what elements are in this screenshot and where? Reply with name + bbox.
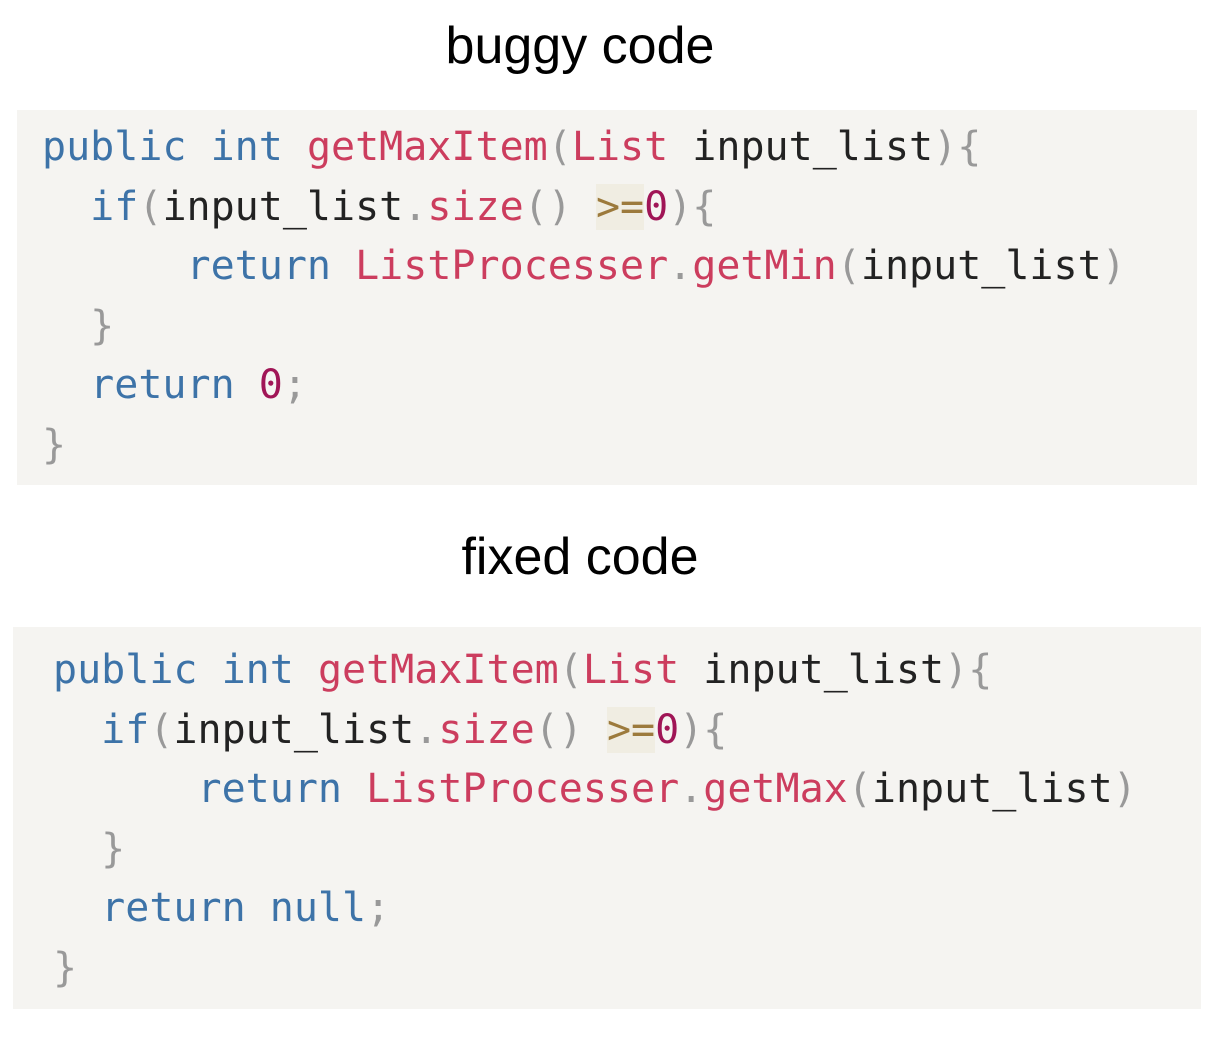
fixed-code-block: public int getMaxItem(List input_list){ … xyxy=(13,627,1201,1009)
operator-token: >= xyxy=(606,706,656,753)
code-line: } xyxy=(42,297,1126,357)
punctuation-token: ; xyxy=(282,362,307,408)
punctuation-token: . xyxy=(679,766,704,812)
punctuation-token: ){ xyxy=(679,706,728,753)
keyword-token: if xyxy=(90,183,139,230)
punctuation-token: } xyxy=(101,825,126,872)
identifier-token: input_list xyxy=(173,706,415,753)
identifier-token xyxy=(283,124,307,170)
function-token: getMin xyxy=(692,243,837,289)
punctuation-token: ( xyxy=(149,706,174,753)
code-line: } xyxy=(53,939,1137,999)
number-token: 0 xyxy=(655,706,680,753)
punctuation-token: . xyxy=(668,243,693,289)
punctuation-token: () xyxy=(523,183,572,230)
keyword-token: return xyxy=(186,243,332,289)
punctuation-token: ( xyxy=(547,124,572,170)
identifier-token xyxy=(42,362,90,408)
punctuation-token: . xyxy=(414,706,439,753)
identifier-token xyxy=(246,885,270,931)
punctuation-token: } xyxy=(90,302,115,349)
code-line: return ListProcesser.getMin(input_list) xyxy=(42,237,1126,297)
keyword-token: if xyxy=(101,706,150,753)
identifier-token xyxy=(42,303,90,349)
keyword-token: public xyxy=(42,124,187,170)
punctuation-token: ; xyxy=(366,885,391,931)
function-token: getMaxItem xyxy=(317,647,559,693)
function-token: getMax xyxy=(703,766,848,812)
code-line: return null; xyxy=(53,879,1137,939)
code-line: if(input_list.size() >=0){ xyxy=(42,178,1126,238)
punctuation-token: } xyxy=(53,944,78,991)
fixed-code-title: fixed code xyxy=(461,528,699,586)
identifier-token xyxy=(53,885,101,931)
code-line: public int getMaxItem(List input_list){ xyxy=(42,118,1126,178)
function-token: size xyxy=(438,706,535,753)
identifier-token: input_list xyxy=(860,243,1102,289)
identifier-token xyxy=(187,124,211,170)
identifier-token xyxy=(583,707,607,753)
identifier-token xyxy=(198,647,222,693)
punctuation-token: ( xyxy=(836,243,861,289)
function-token: ListProcesser xyxy=(366,766,680,812)
identifier-token xyxy=(42,243,187,289)
punctuation-token: . xyxy=(403,183,428,230)
keyword-token: public xyxy=(53,647,198,693)
identifier-token xyxy=(342,766,366,812)
identifier-token xyxy=(294,647,318,693)
punctuation-token: ( xyxy=(847,766,872,812)
code-line: } xyxy=(42,416,1126,476)
identifier-token: input_list xyxy=(692,124,934,170)
punctuation-token: ){ xyxy=(933,124,982,170)
buggy-code-title: buggy code xyxy=(445,17,715,75)
function-token: List xyxy=(571,124,669,170)
code-line: public int getMaxItem(List input_list){ xyxy=(53,641,1137,701)
identifier-token: input_list xyxy=(162,183,404,230)
punctuation-token: ){ xyxy=(668,183,717,230)
number-token: 0 xyxy=(644,183,669,230)
code-line: if(input_list.size() >=0){ xyxy=(53,701,1137,761)
keyword-token: return xyxy=(101,885,246,931)
identifier-token xyxy=(235,362,259,408)
code-line: } xyxy=(53,820,1137,880)
punctuation-token: ){ xyxy=(944,647,993,693)
punctuation-token: ( xyxy=(558,647,583,693)
keyword-token: return xyxy=(197,766,343,812)
punctuation-token: ( xyxy=(138,183,163,230)
keyword-token: return xyxy=(90,362,235,408)
code-line: return 0; xyxy=(42,356,1126,416)
punctuation-token: () xyxy=(534,706,583,753)
function-token: getMaxItem xyxy=(306,124,548,170)
identifier-token xyxy=(42,184,90,230)
identifier-token xyxy=(331,243,355,289)
buggy-code-block: public int getMaxItem(List input_list){ … xyxy=(17,110,1197,485)
identifier-token xyxy=(53,766,198,812)
identifier-token xyxy=(679,647,703,693)
function-token: List xyxy=(582,647,680,693)
function-token: size xyxy=(427,183,524,230)
punctuation-token: ) xyxy=(1101,243,1126,289)
punctuation-token: } xyxy=(42,421,67,468)
keyword-token: int xyxy=(210,124,283,170)
keyword-token: null xyxy=(269,885,367,931)
identifier-token: input_list xyxy=(703,647,945,693)
operator-token: >= xyxy=(595,183,645,230)
code-line: return ListProcesser.getMax(input_list) xyxy=(53,760,1137,820)
identifier-token: input_list xyxy=(871,766,1113,812)
buggy-code-lines: public int getMaxItem(List input_list){ … xyxy=(42,118,1126,475)
identifier-token xyxy=(668,124,692,170)
number-token: 0 xyxy=(258,362,283,408)
keyword-token: int xyxy=(221,647,294,693)
identifier-token xyxy=(572,184,596,230)
punctuation-token: ) xyxy=(1112,766,1137,812)
identifier-token xyxy=(53,707,101,753)
identifier-token xyxy=(53,826,101,872)
fixed-code-lines: public int getMaxItem(List input_list){ … xyxy=(53,641,1137,998)
function-token: ListProcesser xyxy=(355,243,669,289)
